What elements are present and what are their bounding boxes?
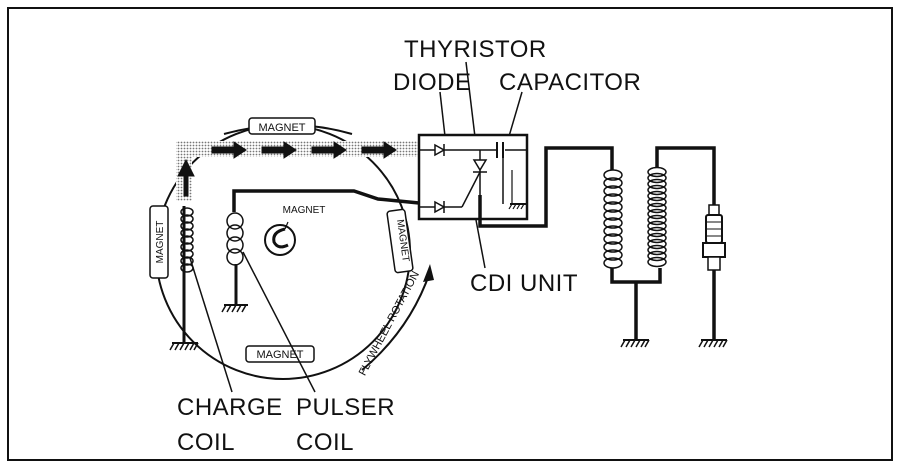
magnet-right: MAGNET bbox=[386, 208, 414, 274]
pulser-coil-label-line2: COIL bbox=[296, 429, 355, 456]
magnet-center-label: MAGNET bbox=[283, 205, 326, 216]
thyristor-symbol bbox=[461, 159, 488, 208]
pulser-coil-label-line1: PULSER bbox=[296, 394, 396, 421]
charge-coil-label-line1: CHARGE bbox=[177, 394, 283, 421]
pulser-coil bbox=[226, 189, 420, 305]
thyristor-label: THYRISTOR bbox=[404, 36, 547, 63]
ignition-coil-secondary bbox=[647, 166, 667, 268]
magnet-top-label: MAGNET bbox=[258, 122, 305, 134]
diode-symbol-bottom bbox=[434, 200, 446, 214]
magnet-bottom: MAGNET bbox=[245, 345, 315, 363]
flywheel-circle bbox=[155, 124, 411, 380]
coil-wiring bbox=[610, 146, 716, 340]
magnet-top: MAGNET bbox=[223, 117, 353, 135]
charge-coil bbox=[180, 206, 194, 343]
capacitor-label: CAPACITOR bbox=[499, 69, 642, 96]
cdi-output-wire bbox=[478, 146, 614, 228]
cdi-unit bbox=[417, 133, 529, 221]
capacitor-symbol bbox=[496, 142, 504, 158]
diagram-frame bbox=[7, 7, 893, 461]
cdi-unit-label: CDI UNIT bbox=[470, 270, 578, 297]
flux-arrows bbox=[177, 141, 397, 197]
ignition-coil-primary bbox=[603, 169, 623, 269]
magnet-left-label: MAGNET bbox=[155, 221, 166, 264]
ground-symbol-charge bbox=[169, 342, 199, 351]
spark-plug bbox=[702, 204, 726, 271]
rotation-label: FLYWHEEL ROTATION bbox=[357, 269, 422, 377]
ground-symbol-plug bbox=[698, 339, 728, 348]
rotation-arrow: FLYWHEEL ROTATION bbox=[357, 264, 434, 378]
magnet-center: MAGNET bbox=[264, 205, 326, 256]
ground-symbol-pulser bbox=[221, 304, 248, 313]
charge-coil-label-line2: COIL bbox=[177, 429, 236, 456]
ground-symbol-coil bbox=[620, 339, 650, 348]
diode-label: DIODE bbox=[393, 69, 472, 96]
magnet-left: MAGNET bbox=[149, 205, 169, 279]
magnet-bottom-label: MAGNET bbox=[256, 349, 303, 361]
diode-symbol-top bbox=[434, 143, 446, 157]
